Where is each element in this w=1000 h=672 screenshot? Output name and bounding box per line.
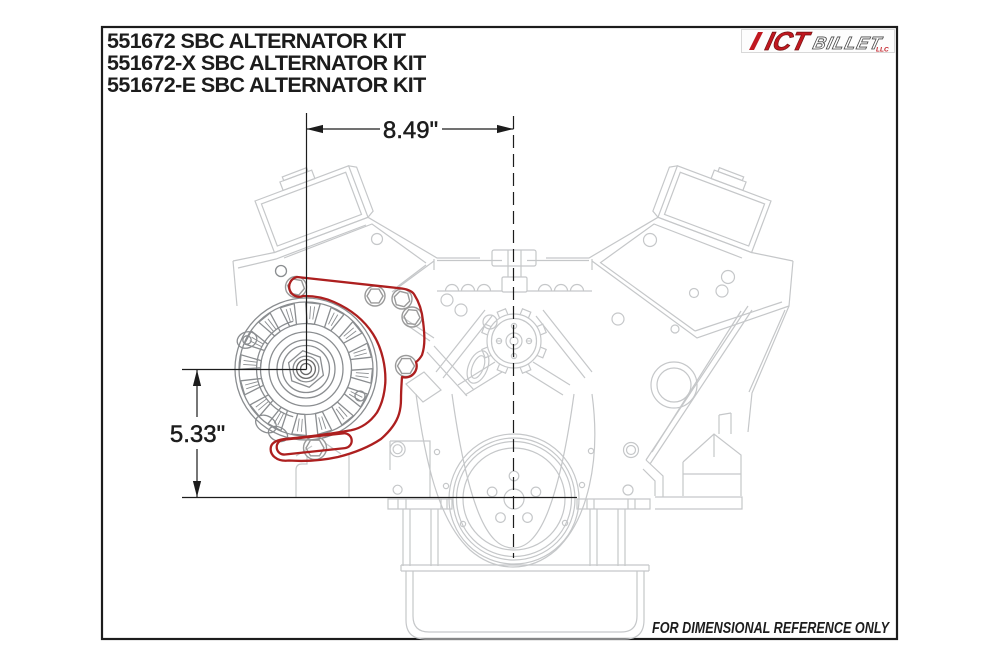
svg-text:5.33": 5.33" [170,421,225,448]
svg-text:ICT: ICT [763,26,814,56]
svg-text:LLC: LLC [876,47,889,54]
svg-text:8.49": 8.49" [383,117,438,144]
svg-text:551672-X SBC ALTERNATOR KIT: 551672-X SBC ALTERNATOR KIT [107,51,426,75]
svg-text:BILLET: BILLET [811,33,885,53]
svg-text:551672 SBC ALTERNATOR KIT: 551672 SBC ALTERNATOR KIT [107,29,406,53]
svg-text:FOR DIMENSIONAL REFERENCE ONLY: FOR DIMENSIONAL REFERENCE ONLY [652,620,890,637]
svg-text:551672-E SBC ALTERNATOR KIT: 551672-E SBC ALTERNATOR KIT [107,73,426,97]
